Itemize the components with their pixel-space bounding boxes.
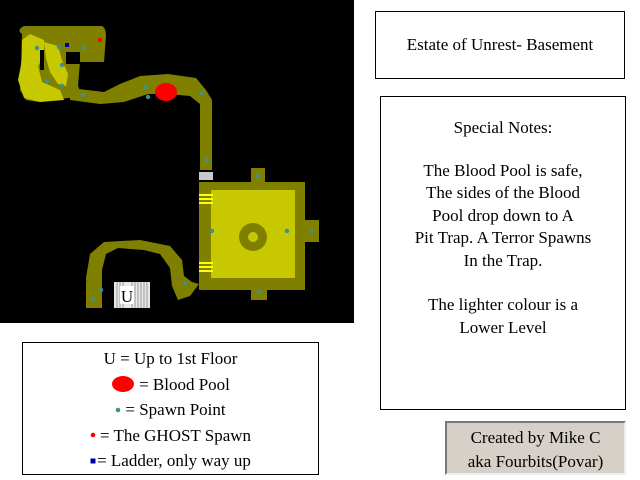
spawn-point-icon (116, 407, 121, 413)
north-stairs (199, 194, 213, 204)
credits-box: Created by Mike C aka Fourbits(Povar) (445, 421, 626, 475)
notes-line: The sides of the Blood (426, 183, 580, 202)
map-title: Estate of Unrest- Basement (406, 35, 594, 54)
legend-ghost-label: = The GHOST Spawn (99, 425, 252, 445)
spawn-point (182, 280, 188, 286)
legend-spawn: = Spawn Point (23, 397, 318, 423)
notes-line: Pool drop down to A (432, 205, 574, 225)
spawn-point (90, 296, 96, 302)
map-legend: U = Up to 1st Floor = Blood Pool = Spawn… (22, 342, 319, 475)
north-corridor (70, 74, 212, 170)
spawn-point (255, 173, 261, 179)
notes-line: In the Trap. (463, 250, 543, 270)
central-pillar-core (248, 232, 258, 242)
spawn-point (145, 94, 151, 100)
spawn-point (56, 44, 62, 50)
notes-line: Pit Trap. A Terror Spawns (414, 228, 592, 247)
legend-blood-pool: = Blood Pool (23, 372, 318, 398)
spawn-point (204, 157, 210, 163)
credits-line-2: aka Fourbits(Povar) (467, 452, 604, 471)
credits-line-1: Created by Mike C (470, 428, 601, 447)
legend-ladder: = Ladder, only way up (23, 448, 318, 474)
notes-line: Lower Level (459, 317, 547, 337)
spawn-point (34, 45, 40, 51)
northwest-inner-curve (44, 42, 68, 86)
map-title-box: Estate of Unrest- Basement (375, 11, 625, 79)
northwest-wall (40, 50, 44, 70)
spawn-point (209, 228, 215, 234)
basement-map: U (0, 0, 354, 323)
spawn-point (59, 62, 65, 68)
spawn-point (81, 45, 87, 51)
corridor-door (199, 172, 213, 180)
blood-pool-icon (112, 376, 135, 393)
spawn-point (284, 228, 290, 234)
ladder-icon (90, 458, 96, 464)
spawn-point (59, 83, 65, 89)
south-stairs (199, 262, 213, 272)
northwest-notch (66, 52, 80, 64)
legend-blood-pool-label: = Blood Pool (139, 374, 230, 394)
ghost-spawn-icon (90, 432, 96, 438)
spawn-point (98, 287, 104, 293)
ghost-spawn-marker (97, 37, 103, 43)
spawn-point (80, 92, 86, 98)
legend-ladder-label: = Ladder, only way up (97, 451, 251, 470)
up-marker-label: U (121, 287, 133, 306)
map-drawing: U (18, 26, 319, 308)
spawn-point (143, 84, 149, 90)
spawn-points (34, 44, 315, 302)
notes-heading: Special Notes: (453, 118, 553, 137)
notes-line: The Blood Pool is safe, (423, 160, 583, 180)
spawn-point (256, 289, 262, 295)
spawn-point (199, 90, 205, 96)
southwest-corridor (86, 240, 199, 304)
legend-up-label: U = Up to 1st Floor (103, 349, 238, 368)
spawn-point (309, 228, 315, 234)
notes-line: The lighter colour is a (427, 295, 579, 314)
spawn-point (44, 78, 50, 84)
legend-ghost: = The GHOST Spawn (23, 423, 318, 449)
legend-up: U = Up to 1st Floor (23, 346, 318, 372)
blood-pool-marker (155, 83, 177, 101)
stair-up-block (86, 282, 102, 308)
ladder-marker (65, 43, 69, 47)
special-notes-box: Special Notes: The Blood Pool is safe, T… (380, 96, 626, 410)
up-staircase (114, 282, 150, 308)
legend-spawn-label: = Spawn Point (125, 400, 226, 419)
northwest-lower-level (18, 34, 64, 102)
